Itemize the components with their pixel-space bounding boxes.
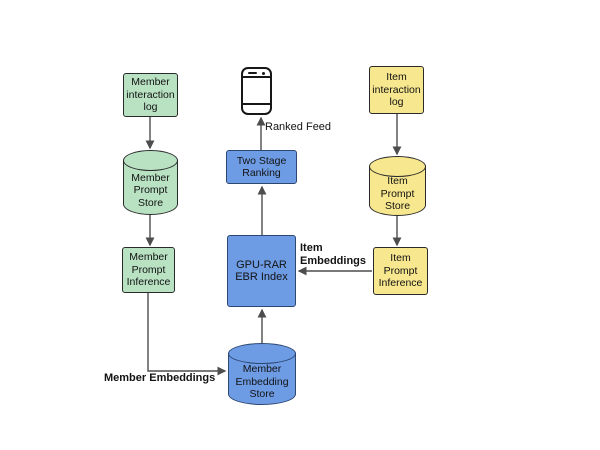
- node-member-embedding-store: Member Embedding Store: [228, 343, 296, 405]
- node-member-interaction-log: Member interaction log: [123, 73, 178, 117]
- edge-member-inference-to-embedding-store: [147, 293, 227, 376]
- node-gpu-rar-ebr-index: GPU-RAR EBR Index: [227, 235, 296, 307]
- label-ranked-feed: Ranked Feed: [265, 121, 332, 133]
- node-two-stage-ranking: Two Stage Ranking: [226, 150, 297, 184]
- node-item-prompt-store: Item Prompt Store: [369, 156, 426, 216]
- phone-speaker: [248, 71, 257, 75]
- label-member-embeddings: Member Embeddings: [104, 372, 216, 384]
- node-label: Member Prompt Store: [131, 171, 170, 209]
- label-item-embeddings: Item Embeddings: [300, 242, 367, 267]
- node-member-prompt-store: Member Prompt Store: [123, 150, 178, 215]
- node-item-interaction-log: Item interaction log: [369, 66, 424, 114]
- node-label: Item Prompt Store: [380, 175, 415, 213]
- cylinder-top-ellipse: [123, 150, 178, 171]
- cylinder-top-ellipse: [369, 156, 426, 177]
- phone-top-line: [243, 76, 270, 78]
- smartphone-icon: [241, 67, 272, 115]
- phone-bottom-line: [243, 103, 270, 105]
- node-label: Member Embedding Store: [235, 363, 289, 401]
- cylinder-top-ellipse: [228, 343, 296, 364]
- phone-camera-dot: [262, 71, 265, 75]
- node-member-prompt-inference: Member Prompt Inference: [122, 247, 175, 293]
- node-item-prompt-inference: Item Prompt Inference: [373, 247, 428, 295]
